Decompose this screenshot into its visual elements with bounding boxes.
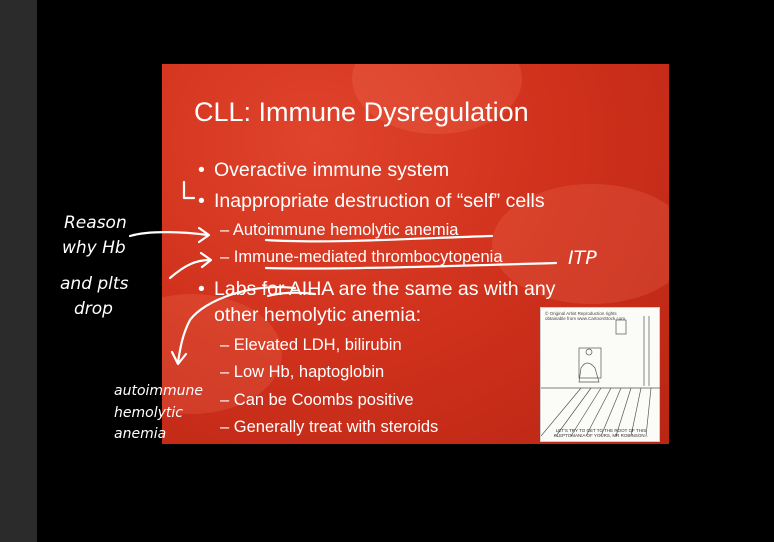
sub-bullet-item: – Generally treat with steroids — [220, 418, 439, 436]
cartoon-caption: LET'S TRY TO GET TO THE ROOT OF THIS KLE… — [553, 428, 649, 438]
cartoon-copyright: © Original Artist Reproduction rights ob… — [545, 311, 626, 321]
sub-bullet-item: – Elevated LDH, bilirubin — [220, 336, 402, 354]
sub-bullet-item: – Low Hb, haptoglobin — [220, 363, 385, 381]
bullet-item: •Overactive immune system — [198, 159, 450, 181]
presentation-slide: CLL: Immune Dysregulation •Overactive im… — [162, 64, 669, 444]
sub-bullet-item: – Can be Coombs positive — [220, 391, 414, 409]
blood-cell-decoration — [492, 184, 669, 304]
bullet-continuation: other hemolytic anemia: — [214, 304, 422, 326]
cartoon-drawing — [540, 316, 661, 437]
left-panel — [0, 0, 37, 542]
bullet-item: •Labs for AIHA are the same as with any — [198, 278, 556, 300]
bullet-item: •Inappropriate destruction of “self” cel… — [198, 190, 545, 212]
sub-bullet-item: – Autoimmune hemolytic anemia — [220, 221, 459, 239]
sub-bullet-item: – Immune-mediated thrombocytopenia — [220, 248, 503, 266]
slide-title: CLL: Immune Dysregulation — [194, 97, 529, 127]
cartoon-image: © Original Artist Reproduction rights ob… — [540, 307, 661, 442]
